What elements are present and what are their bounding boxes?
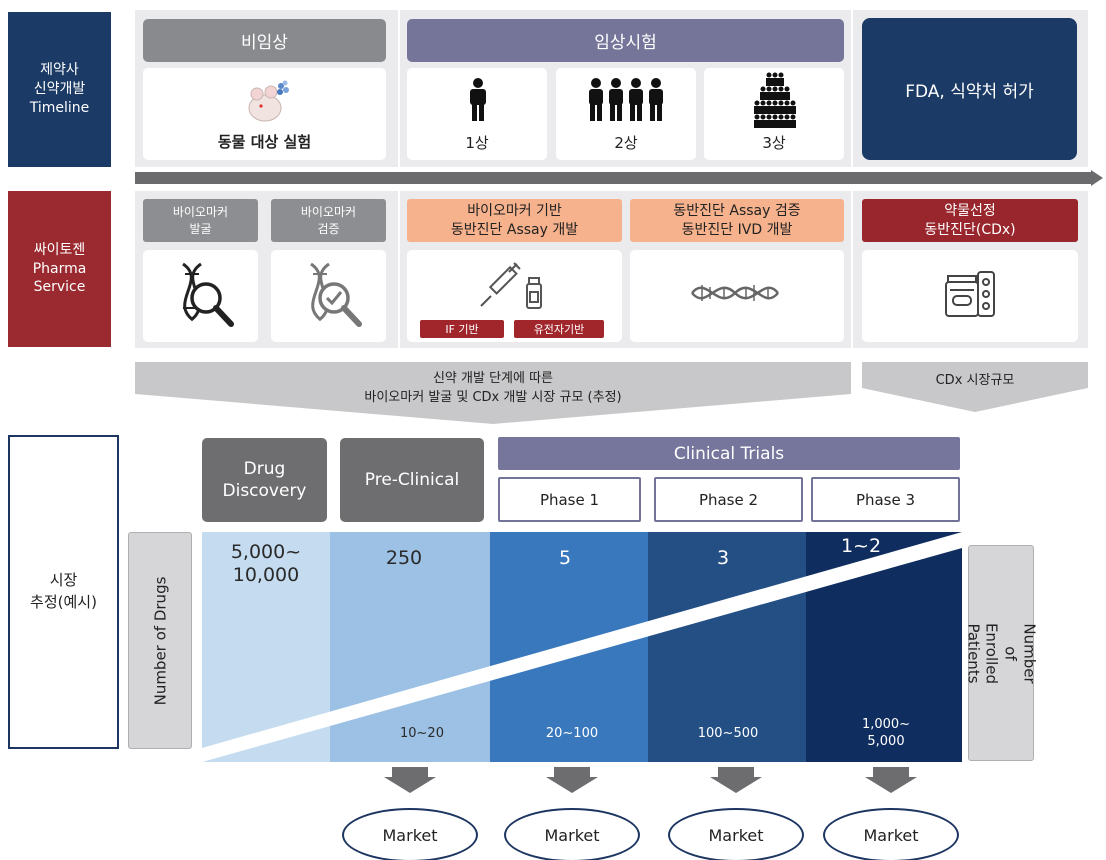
animal-test-caption: 동물 대상 실험 bbox=[217, 132, 312, 151]
phase2-label: 2상 bbox=[614, 133, 638, 152]
funnel-chart: 5,000~ 10,000 250 5 3 1~2 10~20 20~100 1… bbox=[202, 532, 962, 762]
drugs-value-discovery: 5,000~ 10,000 bbox=[230, 541, 302, 586]
drugs-value-phase2: 3 bbox=[716, 547, 730, 569]
dna-helix-icon bbox=[690, 278, 780, 312]
if-tag: IF 기반 bbox=[420, 320, 504, 338]
dna-magnifier-icon bbox=[173, 262, 239, 336]
right-axis-label: Number of Enrolled Patients bbox=[964, 622, 1039, 684]
phase1-label: 1상 bbox=[465, 133, 489, 152]
right-axis-box: Number of Enrolled Patients bbox=[964, 545, 1039, 761]
drugs-value-phase1: 5 bbox=[558, 547, 572, 569]
market-ellipse: Market bbox=[668, 808, 804, 860]
stage-phase-1: Phase 1 bbox=[498, 477, 641, 522]
stage-drug-discovery: Drug Discovery bbox=[202, 438, 327, 522]
group-icon bbox=[587, 78, 665, 126]
market-down-arrow bbox=[865, 767, 917, 793]
patients-value-phase3: 1,000~ 5,000 bbox=[861, 717, 911, 749]
market-size-arrow bbox=[135, 362, 851, 424]
market-down-arrow bbox=[710, 767, 762, 793]
row-label-timeline: 제약사 신약개발 Timeline bbox=[8, 12, 111, 167]
cdx-size-arrow bbox=[862, 362, 1088, 412]
animal-test-card: 동물 대상 실험 bbox=[143, 68, 386, 160]
stage-pre-clinical: Pre-Clinical bbox=[340, 438, 484, 522]
market-down-arrow bbox=[384, 767, 436, 793]
stage-phase-2: Phase 2 bbox=[654, 477, 803, 522]
clinical-header: 임상시험 bbox=[407, 19, 844, 62]
left-axis-box: Number of Drugs bbox=[128, 532, 192, 749]
band-pre-clinical bbox=[330, 532, 490, 762]
cdx-header: 약물선정 동반진단(CDx) bbox=[862, 199, 1078, 242]
cdx-card bbox=[862, 250, 1078, 342]
dna-search-card bbox=[143, 250, 258, 342]
drugs-value-preclinical: 250 bbox=[385, 547, 423, 569]
mouse-icon bbox=[239, 76, 299, 126]
funnel-divider bbox=[202, 532, 962, 762]
nonclinical-header: 비임상 bbox=[143, 19, 386, 62]
band-phase-2 bbox=[648, 532, 806, 762]
left-axis-label: Number of Drugs bbox=[151, 576, 169, 705]
medicine-icon bbox=[944, 270, 996, 324]
phase2-card: 2상 bbox=[556, 68, 696, 160]
biomarker-discovery-header: 바이오마커 발굴 bbox=[143, 199, 258, 242]
row-label-market: 시장 추정(예시) bbox=[8, 435, 119, 749]
gene-tag: 유전자기반 bbox=[514, 320, 604, 338]
patients-value-phase1: 20~100 bbox=[545, 725, 599, 741]
assay-dev-card: IF 기반 유전자기반 bbox=[407, 250, 622, 342]
timeline-arrow bbox=[135, 170, 1103, 186]
approval-box: FDA, 식약처 허가 bbox=[862, 18, 1077, 160]
patients-value-preclinical: 10~20 bbox=[400, 725, 444, 741]
dna-check-icon bbox=[301, 262, 367, 336]
phase3-card: 3상 bbox=[704, 68, 844, 160]
market-down-arrow bbox=[546, 767, 598, 793]
crowd-icon bbox=[750, 72, 800, 132]
drugs-value-phase3: 1~2 bbox=[840, 535, 882, 557]
phase3-label: 3상 bbox=[762, 133, 786, 152]
assay-dev-header: 바이오마커 기반 동반진단 Assay 개발 bbox=[407, 199, 622, 242]
market-ellipse: Market bbox=[823, 808, 959, 860]
phase1-card: 1상 bbox=[407, 68, 547, 160]
assay-validation-header: 동반진단 Assay 검증 동반진단 IVD 개발 bbox=[630, 199, 844, 242]
market-size-arrow-label: 신약 개발 단계에 따른 바이오마커 발굴 및 CDx 개발 시장 규모 (추정… bbox=[364, 371, 622, 405]
stage-phase-3: Phase 3 bbox=[811, 477, 960, 522]
cdx-size-arrow-label: CDx 시장규모 bbox=[935, 372, 1015, 388]
biomarker-validation-header: 바이오마커 검증 bbox=[271, 199, 386, 242]
dna-check-card bbox=[271, 250, 386, 342]
market-ellipse: Market bbox=[504, 808, 640, 860]
row-label-service: 싸이토젠 Pharma Service bbox=[8, 191, 111, 347]
stage-clinical-trials: Clinical Trials bbox=[498, 437, 960, 470]
single-person-icon bbox=[467, 78, 489, 126]
patients-value-phase2: 100~500 bbox=[697, 725, 759, 741]
assay-val-card bbox=[630, 250, 844, 342]
market-ellipse: Market bbox=[342, 808, 478, 860]
syringe-vial-icon bbox=[477, 262, 547, 314]
